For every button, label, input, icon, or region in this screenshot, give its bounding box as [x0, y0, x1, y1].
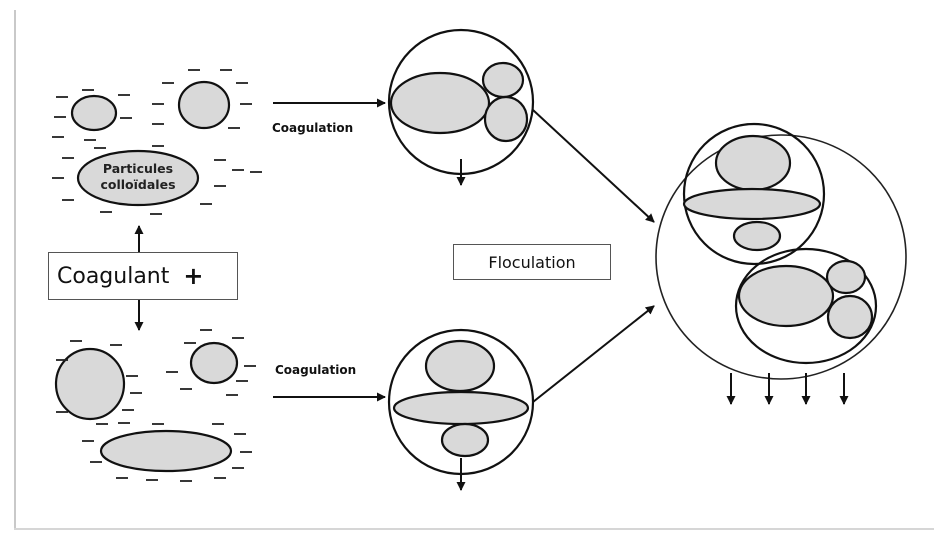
particles-label-line2: colloïdales: [100, 177, 175, 192]
flocculation-label: Floculation: [488, 252, 576, 272]
flocculation-arrow-bottom: [532, 305, 655, 403]
image-frame-left-edge: [14, 10, 16, 528]
large-floc-boundary: [655, 134, 907, 380]
floc-particle: [826, 294, 874, 340]
floc-particle: [737, 264, 835, 328]
large-floc: [655, 122, 907, 380]
floc-particle: [483, 95, 529, 143]
particles-label-line1: Particules: [103, 161, 173, 176]
flocculation-box: Floculation: [453, 244, 611, 280]
coagulation-label-top: Coagulation: [272, 121, 353, 135]
coagulation-label-bottom: Coagulation: [275, 363, 356, 377]
floc-particle: [682, 187, 822, 221]
coagulated-floc-top: [387, 28, 535, 186]
colloidal-particles-group-top: Particules colloïdales: [52, 69, 262, 215]
flocculation-arrow-top: [532, 109, 655, 223]
coagulant-label: Coagulant: [57, 263, 170, 289]
floc-particle: [825, 259, 867, 295]
colloid-particle: [99, 429, 233, 473]
floc-sub-cluster-bottom: [734, 247, 878, 365]
colloid-particle: [70, 94, 118, 132]
coagulant-box: Coagulant +: [48, 252, 238, 300]
negative-charge-marks: [52, 69, 262, 215]
floc-particle: [732, 220, 782, 252]
plus-icon: +: [183, 262, 204, 290]
floc-particle: [392, 390, 530, 426]
coagulated-floc-bottom: [387, 328, 535, 491]
colloidal-particles-group-bottom: [54, 329, 256, 482]
colloid-particle: [54, 347, 126, 421]
floc-particle: [440, 422, 490, 458]
floc-particle: [389, 71, 491, 135]
floc-boundary: [682, 122, 826, 266]
colloid-particle: [189, 341, 239, 385]
colloid-particle: [177, 80, 231, 130]
floc-particle: [481, 61, 525, 99]
negative-charge-marks: [56, 329, 256, 482]
floc-particle: [424, 339, 496, 393]
floc-particle: [714, 134, 792, 192]
image-frame-bottom-edge: [14, 528, 934, 530]
settling-arrows: [726, 373, 849, 405]
floc-boundary: [734, 247, 878, 365]
colloid-particle-labeled: [76, 149, 200, 207]
floc-sub-cluster-top: [682, 122, 826, 266]
